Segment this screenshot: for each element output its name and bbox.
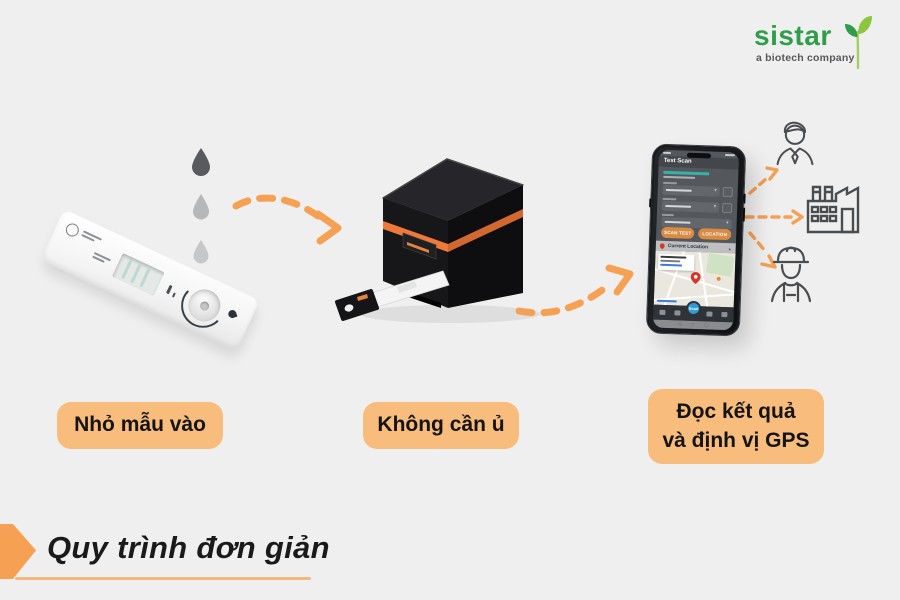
nav-icon: [721, 311, 728, 318]
map-info-card: [657, 253, 695, 271]
footer-underline: [15, 577, 311, 580]
field-label: [661, 213, 674, 217]
dashed-arrow-icon: [232, 194, 322, 220]
scan-test-button: SCAN TEST: [661, 226, 695, 239]
current-location-label: Current Location: [667, 243, 709, 251]
back-icon: ◁: [677, 321, 682, 328]
step-label-result-gps: Đọc kết quả và định vị GPS: [648, 389, 824, 464]
sample-droplets-icon: [192, 148, 210, 264]
factory-icon: [806, 185, 860, 234]
dashed-arrow-icon: [748, 177, 768, 195]
reader-device: [335, 158, 540, 323]
businessman-icon: [776, 121, 814, 166]
phone-volume-button: [742, 207, 746, 222]
reader-subtext: [663, 175, 696, 179]
map-park-area: [705, 252, 735, 277]
app-bottom-nav: Scan: [653, 300, 734, 323]
test-cassette: [40, 208, 260, 352]
droplet-glyph: [227, 308, 238, 320]
scan-fab-button: Scan: [685, 300, 702, 317]
phone-power-button: [743, 193, 746, 204]
nav-icon: [706, 311, 713, 317]
nav-icon: [673, 310, 681, 316]
map-view: [653, 250, 736, 308]
map-label: [656, 299, 677, 303]
status-time: [663, 151, 672, 154]
test-line: [121, 259, 133, 279]
current-location-bar: Current Location ▲: [655, 240, 736, 254]
dashed-arrow-icon: [748, 231, 768, 254]
sprout-icon: [845, 16, 872, 70]
cassette-mark: [166, 284, 173, 295]
step-label-text: Không cần ủ: [377, 413, 505, 437]
cassette-mark: [171, 292, 176, 298]
card-link: [660, 263, 683, 267]
step-label-text: Nhỏ mẫu vào: [74, 413, 206, 437]
test-line: [130, 263, 142, 283]
worker-icon: [770, 246, 812, 303]
map-pin-icon: [690, 272, 701, 285]
brand-tagline: a biotech company: [756, 52, 855, 64]
step-label-text: Đọc kết quả: [676, 400, 796, 424]
product-dropdown: ▾: [662, 184, 720, 197]
step-label-sample: Nhỏ mẫu vào: [57, 402, 223, 449]
location-button: LOCATION: [698, 228, 732, 241]
field-action-icon: [722, 186, 733, 198]
collapse-chevron-icon: ▲: [727, 245, 732, 251]
status-icons: [724, 153, 736, 156]
brand-logo-text: sistar: [754, 20, 832, 51]
card-text: [660, 255, 687, 259]
smartphone: Test Scan ▾ ▾ ▾ SCAN TEST LOCATION: [645, 143, 747, 337]
step-label-text: và định vị GPS: [662, 428, 810, 452]
reader-link-text: [663, 170, 710, 176]
recents-icon: ▢: [704, 322, 709, 329]
cassette-logo-mark: [63, 221, 81, 239]
result-window: [111, 253, 165, 297]
step-label-no-incubation: Không cần ủ: [363, 402, 519, 449]
phone-screen: Test Scan ▾ ▾ ▾ SCAN TEST LOCATION: [652, 149, 740, 331]
phone-notch: [686, 152, 712, 159]
phone-side-button: [649, 198, 652, 208]
map-pin-icon: [659, 242, 665, 249]
field-action-icon: [721, 202, 733, 214]
home-icon: ○: [690, 321, 695, 328]
test-line: [139, 267, 151, 288]
nav-icon: [659, 309, 666, 315]
page-title: Quy trình đơn giản: [47, 530, 330, 565]
app-form: ▾ ▾ ▾: [656, 167, 738, 230]
map-poi-dot: [716, 276, 721, 281]
lot-dropdown: ▾: [661, 200, 720, 213]
footer-chevron-shape: [0, 524, 36, 579]
card-text: [660, 259, 681, 263]
